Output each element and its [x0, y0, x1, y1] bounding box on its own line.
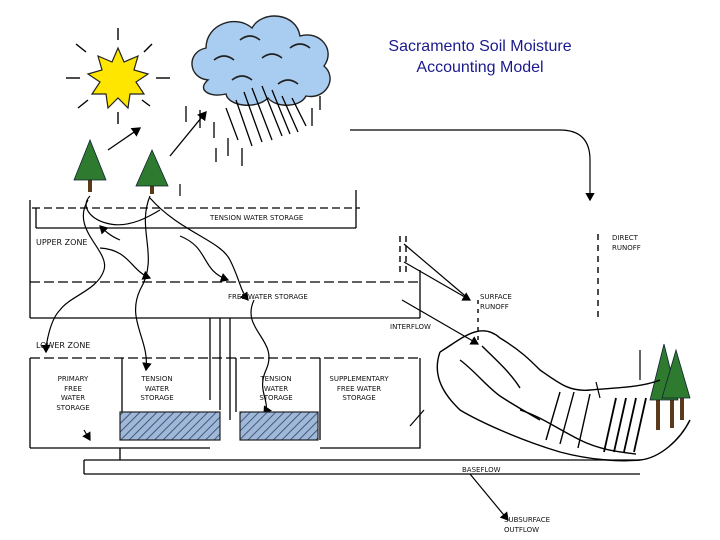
hatched-storage-2 — [239, 411, 319, 441]
label-free-water-storage: FREE WATER STORAGE — [228, 293, 308, 301]
watershed-landscape — [436, 330, 691, 462]
subsurface-outflow-arrow — [82, 409, 509, 521]
page-title: Sacramento Soil Moisture Accounting Mode… — [340, 36, 620, 78]
label-baseflow: BASEFLOW — [462, 466, 501, 474]
rain-cloud-icon — [191, 15, 331, 106]
label-primary-free-water-storage: PRIMARY FREE WATER STORAGE — [56, 375, 90, 412]
label-upper-zone: UPPER ZONE — [36, 238, 88, 247]
label-surface-runoff: SURFACE RUNOFF — [480, 293, 512, 311]
channel-flow-lines — [603, 397, 647, 453]
label-interflow: INTERFLOW — [390, 323, 431, 331]
sun-icon — [66, 28, 170, 124]
label-lower-zone: LOWER ZONE — [36, 341, 91, 350]
tree-icon — [73, 138, 169, 194]
runoff-dashes — [399, 234, 599, 340]
evaporation-arrows — [107, 110, 207, 157]
forest-icon — [649, 343, 691, 430]
label-supplementary-free-water-storage: SUPPLEMENTARY FREE WATER STORAGE — [329, 375, 389, 402]
upper-zone-box — [29, 200, 421, 319]
label-tension-water-storage-upper: TENSION WATER STORAGE — [210, 214, 304, 222]
lower-zone-box — [29, 318, 640, 475]
upper-tension-storage — [32, 190, 360, 229]
label-direct-runoff: DIRECT RUNOFF — [612, 234, 641, 252]
label-tension-water-storage-lower-1: TENSION WATER STORAGE — [140, 375, 174, 402]
hatched-storage-1 — [119, 411, 221, 441]
label-tension-water-storage-lower-2: TENSION WATER STORAGE — [259, 375, 293, 402]
percolation-curves — [41, 184, 272, 415]
title-line-1: Sacramento Soil Moisture — [388, 38, 572, 55]
label-subsurface-outflow: SUBSURFACE OUTFLOW — [504, 516, 551, 534]
title-line-2: Accounting Model — [416, 59, 544, 76]
